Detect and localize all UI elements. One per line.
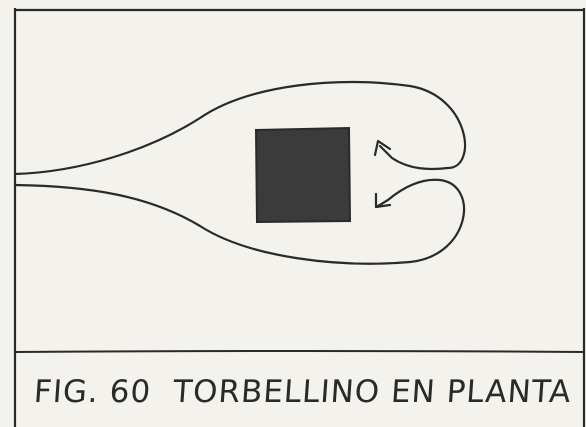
lower-streamline (13, 178, 465, 265)
upper-arrowhead (373, 139, 392, 157)
caption-divider (14, 350, 585, 353)
lower-arrowhead (374, 192, 392, 209)
caption-number: FIG. 60 (32, 374, 153, 410)
outer-frame (13, 8, 586, 427)
figure-caption: FIG. 60 TORBELLINO EN PLANTA (32, 370, 575, 414)
caption-title: TORBELLINO EN PLANTA (171, 374, 573, 410)
upper-streamline (13, 80, 467, 176)
block-obstacle (254, 126, 352, 224)
